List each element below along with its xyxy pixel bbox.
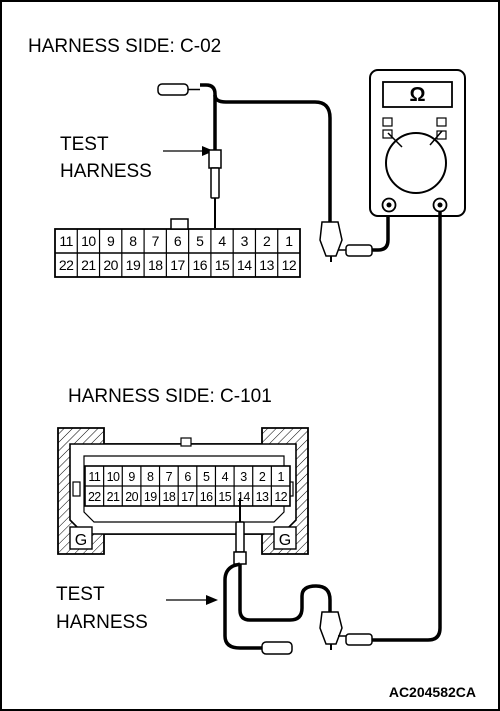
top-pin-16: 16	[192, 257, 207, 273]
bottom-label-arrow	[166, 595, 218, 605]
bottom-pin-8: 8	[147, 470, 154, 484]
bottom-pin-2: 2	[259, 470, 266, 484]
bottom-pin-21: 21	[107, 490, 120, 504]
top-label-arrow	[163, 146, 214, 156]
bottom-pin-15: 15	[218, 490, 231, 504]
bottom-pin-18: 18	[163, 490, 176, 504]
top-test-label-line2: HARNESS	[60, 161, 152, 182]
multimeter: Ω	[369, 69, 466, 217]
bottom-pin-20: 20	[125, 490, 138, 504]
bottom-test-label-line1: TEST	[56, 584, 105, 605]
bottom-pin-17: 17	[181, 490, 194, 504]
bottom-pin-10: 10	[107, 470, 120, 484]
top-pin-6: 6	[174, 233, 182, 249]
ground-label-right: G	[279, 532, 291, 549]
bottom-pin-22: 22	[88, 490, 101, 504]
bottom-lead-wire	[372, 211, 442, 642]
bottom-pin-1: 1	[278, 470, 285, 484]
top-pin-22: 22	[59, 257, 74, 273]
bottom-pin-6: 6	[184, 470, 191, 484]
top-pin-3: 3	[241, 233, 249, 249]
bottom-pin-9: 9	[128, 470, 135, 484]
bottom-pin-19: 19	[144, 490, 157, 504]
bottom-test-harness	[223, 498, 373, 655]
top-pin-12: 12	[282, 257, 297, 273]
top-test-label-line1: TEST	[60, 134, 109, 155]
top-test-harness	[157, 83, 222, 228]
bottom-pin-12: 12	[274, 490, 287, 504]
top-pin-2: 2	[263, 233, 271, 249]
top-pin-19: 19	[126, 257, 141, 273]
top-pin-1: 1	[285, 233, 293, 249]
top-pin-11: 11	[59, 233, 73, 249]
figure-code: AC204582CA	[389, 684, 476, 700]
top-lead-wire	[213, 94, 390, 262]
top-connector-title: HARNESS SIDE: C-02	[28, 36, 221, 57]
bottom-test-label-line2: HARNESS	[56, 612, 148, 633]
ohm-symbol: Ω	[409, 84, 425, 106]
top-pin-20: 20	[103, 257, 118, 273]
bottom-pin-16: 16	[200, 490, 213, 504]
top-pin-4: 4	[218, 233, 226, 249]
top-pin-7: 7	[152, 233, 160, 249]
bottom-pin-3: 3	[240, 470, 247, 484]
top-pin-10: 10	[81, 233, 96, 249]
top-pin-15: 15	[215, 257, 230, 273]
top-pin-14: 14	[237, 257, 252, 273]
top-pin-8: 8	[129, 233, 137, 249]
top-pin-17: 17	[170, 257, 185, 273]
bottom-pin-11: 11	[88, 470, 100, 484]
top-pin-13: 13	[259, 257, 274, 273]
top-pin-5: 5	[196, 233, 204, 249]
bottom-pin-13: 13	[256, 490, 269, 504]
bottom-pin-4: 4	[222, 470, 229, 484]
bottom-connector-title: HARNESS SIDE: C-101	[68, 386, 272, 407]
bottom-pin-7: 7	[166, 470, 173, 484]
top-pin-18: 18	[148, 257, 163, 273]
bottom-pin-5: 5	[203, 470, 210, 484]
top-connector-row2: 22 21 20 19 18 17 16 15 14 13 12	[59, 257, 298, 273]
top-pin-9: 9	[107, 233, 115, 249]
ground-label-left: G	[75, 532, 87, 549]
top-pin-21: 21	[81, 257, 96, 273]
